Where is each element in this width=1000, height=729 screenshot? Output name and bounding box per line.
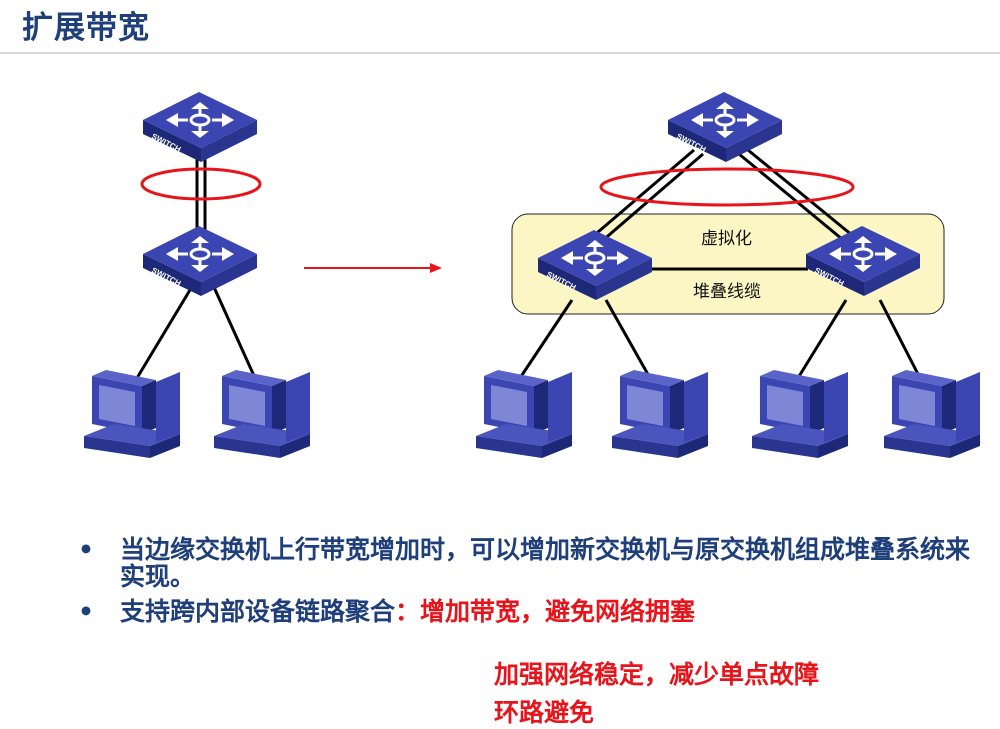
right-topology: 虚拟化 堆叠线缆 SWITCH SWITCH SWITCH: [476, 90, 980, 458]
pc-icon: [884, 370, 980, 458]
title-divider: [0, 52, 1000, 54]
bullet-text: 当边缘交换机上行带宽增加时，可以增加新交换机与原交换机组成堆叠系统来实现。: [120, 535, 971, 591]
transform-arrow-icon: [304, 263, 442, 273]
pc-icon: [476, 370, 572, 458]
bullet-item-1: • 当边缘交换机上行带宽增加时，可以增加新交换机与原交换机组成堆叠系统来实现。: [72, 536, 992, 590]
pc-icon: [214, 370, 310, 458]
left-edge-switch-icon: SWITCH: [141, 224, 259, 298]
benefit-bandwidth: 增加带宽，避免网络拥塞: [420, 597, 696, 626]
benefit-stability: 加强网络稳定，减少单点故障: [494, 660, 820, 689]
pc-icon: [612, 370, 708, 458]
stack-cable-label: 堆叠线缆: [693, 282, 761, 301]
bullet-list: • 当边缘交换机上行带宽增加时，可以增加新交换机与原交换机组成堆叠系统来实现。 …: [72, 536, 992, 625]
virtualization-label: 虚拟化: [701, 229, 752, 248]
bullet-marker: •: [78, 597, 94, 626]
page-title: 扩展带宽: [22, 10, 150, 46]
bullet-item-2: • 支持跨内部设备链路聚合：增加带宽，避免网络拥塞: [72, 598, 992, 625]
pc-icon: [752, 370, 848, 458]
core-switch-icon: SWITCH: [666, 90, 784, 164]
right-highlight-ellipse: [599, 167, 855, 207]
network-diagram: SWITCH SWITCH 虚拟化 堆叠线缆 SWITCH: [84, 90, 980, 458]
left-highlight-ellipse: [140, 167, 262, 201]
pc-icon: [84, 370, 180, 458]
bullet-colon: ：: [395, 597, 421, 626]
benefit-loop-avoidance: 环路避免: [494, 698, 595, 727]
left-topology: SWITCH SWITCH: [84, 90, 310, 458]
bullet-text: 支持跨内部设备链路聚合: [120, 597, 396, 626]
bullet-marker: •: [78, 535, 94, 564]
left-top-switch-icon: SWITCH: [141, 90, 259, 164]
